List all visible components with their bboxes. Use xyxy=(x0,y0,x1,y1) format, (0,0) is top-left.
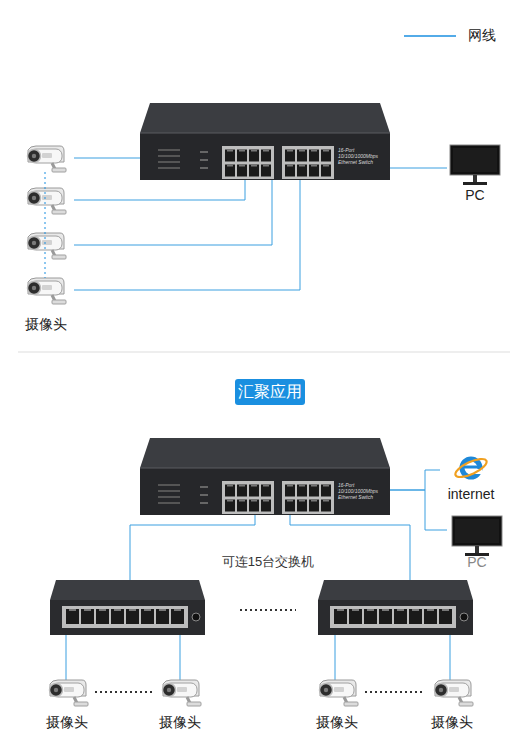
network-cable xyxy=(74,180,272,245)
camera-group: 摄像头 xyxy=(18,140,74,332)
network-cable xyxy=(390,470,440,490)
node-label: 摄像头 xyxy=(159,714,201,730)
pc-box: PC xyxy=(447,143,503,203)
pc-icon xyxy=(452,516,502,556)
switch-box: 16-Port 10/100/1000Mbps Ethernet Switch xyxy=(140,438,390,515)
camera-icon xyxy=(435,680,474,706)
network-cable xyxy=(390,168,447,169)
switch-illustration xyxy=(140,103,390,180)
node-label: 16-Port 10/100/1000Mbps Ethernet Switch xyxy=(338,482,390,500)
camera-icon xyxy=(28,278,67,304)
camera-icon xyxy=(320,680,359,706)
network-cable xyxy=(390,490,447,530)
camera-icon xyxy=(163,680,202,706)
node-label: PC xyxy=(465,187,484,203)
camera-box: 摄像头 xyxy=(39,676,95,730)
legend-label: 网线 xyxy=(468,26,496,44)
pc-box: PC xyxy=(447,515,507,570)
camera-icon xyxy=(28,146,67,172)
small-switch xyxy=(318,580,473,635)
camera-box: 摄像头 xyxy=(309,676,365,730)
network-cable xyxy=(74,180,300,290)
node-label: 16-Port 10/100/1000Mbps Ethernet Switch xyxy=(338,147,390,165)
switch-box: 16-Port 10/100/1000Mbps Ethernet Switch xyxy=(140,103,390,180)
switch-illustration xyxy=(140,438,390,515)
legend-line-sample xyxy=(404,32,456,38)
network-cable xyxy=(74,158,140,159)
node-label: 摄像头 xyxy=(46,714,88,730)
ellipsis-dots xyxy=(95,610,425,692)
node-label: 摄像头 xyxy=(316,714,358,730)
internet-icon xyxy=(453,455,489,480)
camera-box: 摄像头 xyxy=(152,676,208,730)
separator xyxy=(18,352,510,353)
node-label: internet xyxy=(448,486,495,502)
camera-box: 摄像头 xyxy=(424,676,480,730)
section-badge: 汇聚应用 xyxy=(235,379,305,405)
network-cable xyxy=(74,180,245,200)
camera-icon xyxy=(28,188,67,214)
camera-icon xyxy=(50,680,89,706)
network-cable xyxy=(66,515,450,680)
node-label: 摄像头 xyxy=(431,714,473,730)
node-label: PC xyxy=(467,554,486,570)
pc-icon xyxy=(450,145,500,185)
note-label: 可连15台交换机 xyxy=(198,554,338,570)
legend-entry: 网线 xyxy=(404,26,496,44)
node-label: 汇聚应用 xyxy=(238,383,302,401)
camera-icon xyxy=(28,233,67,259)
node-label: 摄像头 xyxy=(25,316,67,332)
dotted-link xyxy=(45,172,46,278)
internet-box: internet xyxy=(440,452,502,502)
small-switch xyxy=(50,580,205,635)
